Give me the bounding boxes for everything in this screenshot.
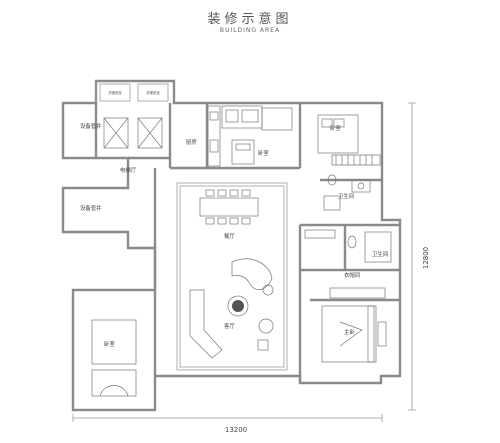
- page-title: 装修示意图: [207, 12, 293, 27]
- room-label-master-bedroom: 主卧: [344, 328, 355, 336]
- coffee-table: [232, 300, 244, 312]
- cloakroom-cabinet: [329, 287, 386, 299]
- room-label-bedroom-top-right: 卧室: [330, 124, 341, 132]
- page-subtitle: BUILDING AREA: [219, 27, 281, 34]
- room-label-living: 客厅: [224, 322, 235, 330]
- elevator-label-2: 货梯前室: [146, 90, 160, 95]
- room-label-dining: 餐厅: [224, 232, 235, 240]
- room-label-bedroom-top-center: 卧室: [258, 149, 269, 157]
- elevator-label-1: 货梯前室: [108, 90, 122, 95]
- room-label-shaft-upper: 设备管井: [80, 122, 102, 130]
- wardrobe: [331, 154, 381, 166]
- dimension-line-horizontal: [72, 414, 383, 422]
- interior-walls: [94, 81, 400, 383]
- bed-icon-top-right: [317, 114, 359, 154]
- room-label-kitchen: 厨房: [186, 138, 197, 146]
- room-label-bathroom-upper: 卫生间: [338, 192, 354, 200]
- elevator-icon: [99, 83, 169, 149]
- bed-icon-bottom-left: [91, 319, 137, 397]
- room-label-bedroom-bottom-left: 卧室: [104, 340, 115, 348]
- room-label-cloakroom: 衣帽间: [344, 271, 360, 279]
- toilet-icon-lower: [304, 229, 392, 263]
- room-label-elevator-hall: 电梯厅: [120, 166, 137, 174]
- toilet-icon: [323, 174, 371, 211]
- living-zone-frame: [176, 182, 288, 371]
- room-label-shaft-lower: 设备管井: [80, 204, 102, 212]
- bed-icon: [231, 107, 293, 165]
- dimension-height: 12800: [422, 247, 430, 269]
- dimension-width: 13200: [225, 426, 247, 434]
- dining-table: [199, 189, 259, 225]
- sofa-icon: [189, 258, 274, 359]
- room-label-bathroom-lower: 卫生间: [372, 250, 388, 258]
- master-bed-icon: [321, 305, 387, 363]
- kitchen-counter: [207, 105, 263, 167]
- dimension-line-vertical: [408, 102, 416, 411]
